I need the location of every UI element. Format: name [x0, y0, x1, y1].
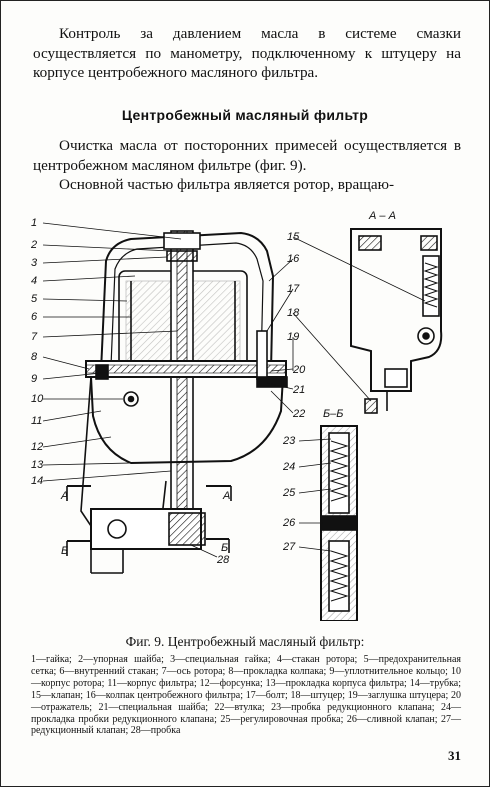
cut-b-left: Б — [61, 545, 68, 557]
label-11: 11 — [31, 415, 42, 427]
label-25: 25 — [282, 487, 296, 499]
label-13: 13 — [31, 459, 44, 471]
label-2: 2 — [31, 239, 37, 251]
label-15: 15 — [287, 231, 300, 243]
section-bb-label: Б–Б — [323, 408, 343, 420]
section-aa-view — [350, 228, 443, 414]
part-labels: 1 2 3 4 5 6 7 8 9 10 11 12 13 14 15 16 1… — [31, 217, 306, 566]
label-14: 14 — [31, 475, 43, 487]
label-7: 7 — [31, 331, 38, 343]
section-heading: Центробежный масляный фильтр — [121, 107, 369, 123]
label-19: 19 — [287, 331, 299, 343]
section-bb-view — [320, 425, 358, 621]
label-21: 21 — [292, 384, 305, 396]
filter-cross-section-svg: 1 2 3 4 5 6 7 8 9 10 11 12 13 14 15 16 1… — [31, 210, 443, 621]
page-number: 31 — [448, 748, 461, 763]
section-aa-label: А – А — [368, 210, 396, 222]
main-section-view — [66, 230, 288, 574]
label-3: 3 — [31, 257, 38, 269]
label-8: 8 — [31, 351, 38, 363]
label-5: 5 — [31, 293, 38, 305]
section-labels: А – А Б–Б А А Б Б — [60, 210, 396, 557]
label-26: 26 — [282, 517, 296, 529]
label-24: 24 — [282, 461, 295, 473]
label-20: 20 — [292, 364, 306, 376]
cut-b-right: Б — [221, 542, 228, 554]
label-4: 4 — [31, 275, 37, 287]
label-27: 27 — [282, 541, 296, 553]
label-16: 16 — [287, 253, 300, 265]
label-10: 10 — [31, 393, 44, 405]
paragraph-oil-cleaning: Очистка масла от посторонних примесей ос… — [33, 137, 461, 174]
paragraph-rotor-intro: Основной частью фильтра является ротор, … — [59, 176, 395, 193]
filter-drawing: 1 2 3 4 5 6 7 8 9 10 11 12 13 14 15 16 1… — [31, 201, 477, 621]
label-28: 28 — [216, 554, 230, 566]
label-6: 6 — [31, 311, 38, 323]
cut-a-left: А — [60, 490, 68, 502]
label-17: 17 — [287, 283, 300, 295]
paragraph-pressure-control: Контроль за давлением масла в системе см… — [33, 25, 461, 82]
figure-legend: 1—гайка; 2—упорная шайба; 3—специальная … — [31, 654, 461, 737]
leader-lines — [42, 222, 426, 558]
label-23: 23 — [282, 435, 296, 447]
figure-caption: Фиг. 9. Центробежный масляный фильтр: — [125, 634, 365, 649]
label-18: 18 — [287, 307, 300, 319]
label-22: 22 — [292, 408, 305, 420]
label-9: 9 — [31, 373, 37, 385]
label-1: 1 — [31, 217, 37, 229]
label-12: 12 — [31, 441, 43, 453]
cut-a-right: А — [222, 490, 230, 502]
